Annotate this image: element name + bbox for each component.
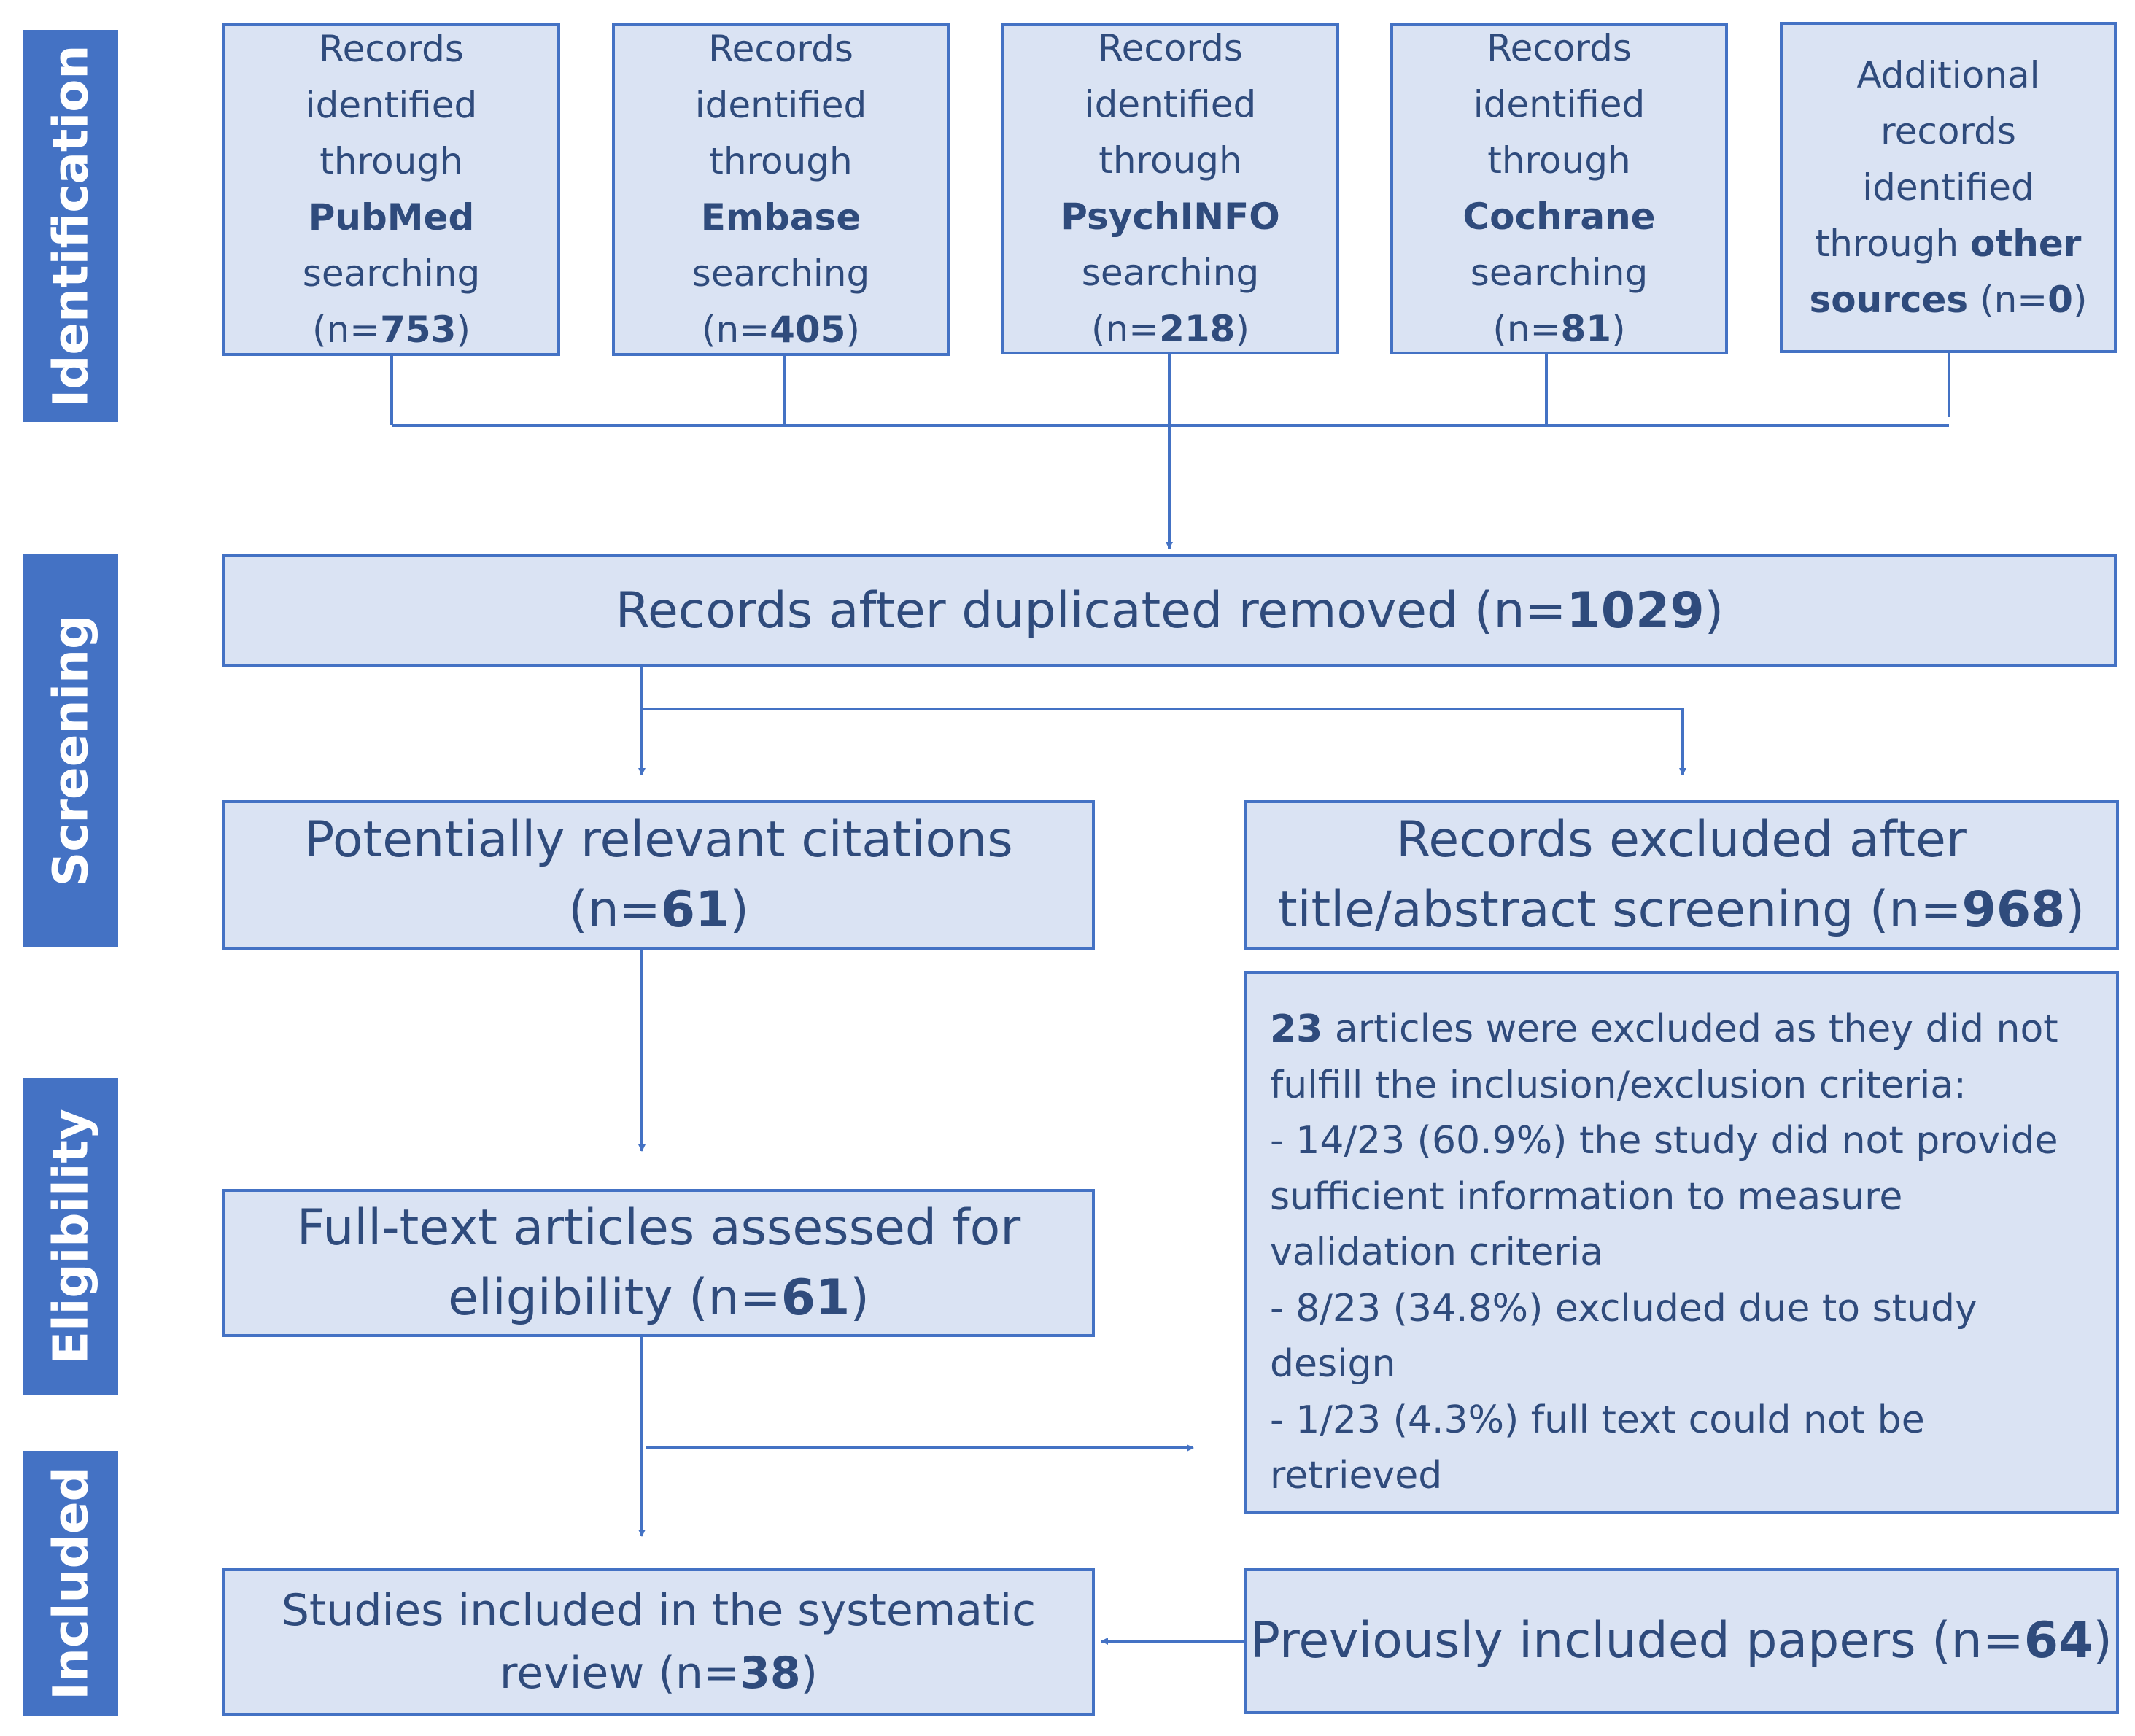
stage-label-eligibility: Eligibility	[23, 1078, 118, 1395]
source-count: (n=218)	[1091, 308, 1249, 350]
relevant-citations-box: Potentially relevant citations (n=61)	[222, 800, 1095, 950]
stage-label-screening: Screening	[23, 554, 118, 947]
excluded-count: 23	[1270, 1007, 1323, 1051]
source-name: PubMed	[308, 196, 475, 239]
excluded-fulltext-box: 23 articles were excluded as they did no…	[1244, 971, 2119, 1514]
arrow-dedup-to-excluded	[642, 708, 1686, 775]
dedup-box: Records after duplicated removed (n=1029…	[222, 554, 2117, 667]
source-name: PsychINFO	[1061, 195, 1280, 238]
previously-included-box: Previously included papers (n=64)	[1244, 1568, 2119, 1714]
stage-label-identification: Identification	[23, 30, 118, 422]
source-name: Cochrane	[1462, 195, 1656, 238]
source-count: (n=81)	[1492, 308, 1626, 350]
source-box-cochrane: Records identified through Cochrane sear…	[1390, 23, 1728, 354]
source-box-psychinfo: Records identified through PsychINFO sea…	[1001, 23, 1339, 354]
source-box-pubmed: Records identified through PubMed search…	[222, 23, 560, 356]
source-count: (n=405)	[702, 309, 860, 351]
fulltext-assessed-box: Full-text articles assessed for eligibil…	[222, 1189, 1095, 1337]
excluded-screening-box: Records excluded after title/abstract sc…	[1244, 800, 2119, 950]
source-box-embase: Records identified through Embase search…	[612, 23, 950, 356]
studies-included-box: Studies included in the systematic revie…	[222, 1568, 1095, 1716]
source-count: sources (n=0)	[1809, 278, 2088, 321]
source-box-other: Additional records identified through ot…	[1780, 22, 2117, 353]
stage-label-included: Included	[23, 1451, 118, 1716]
source-count: (n=753)	[312, 309, 470, 351]
source-name: Embase	[700, 196, 861, 239]
